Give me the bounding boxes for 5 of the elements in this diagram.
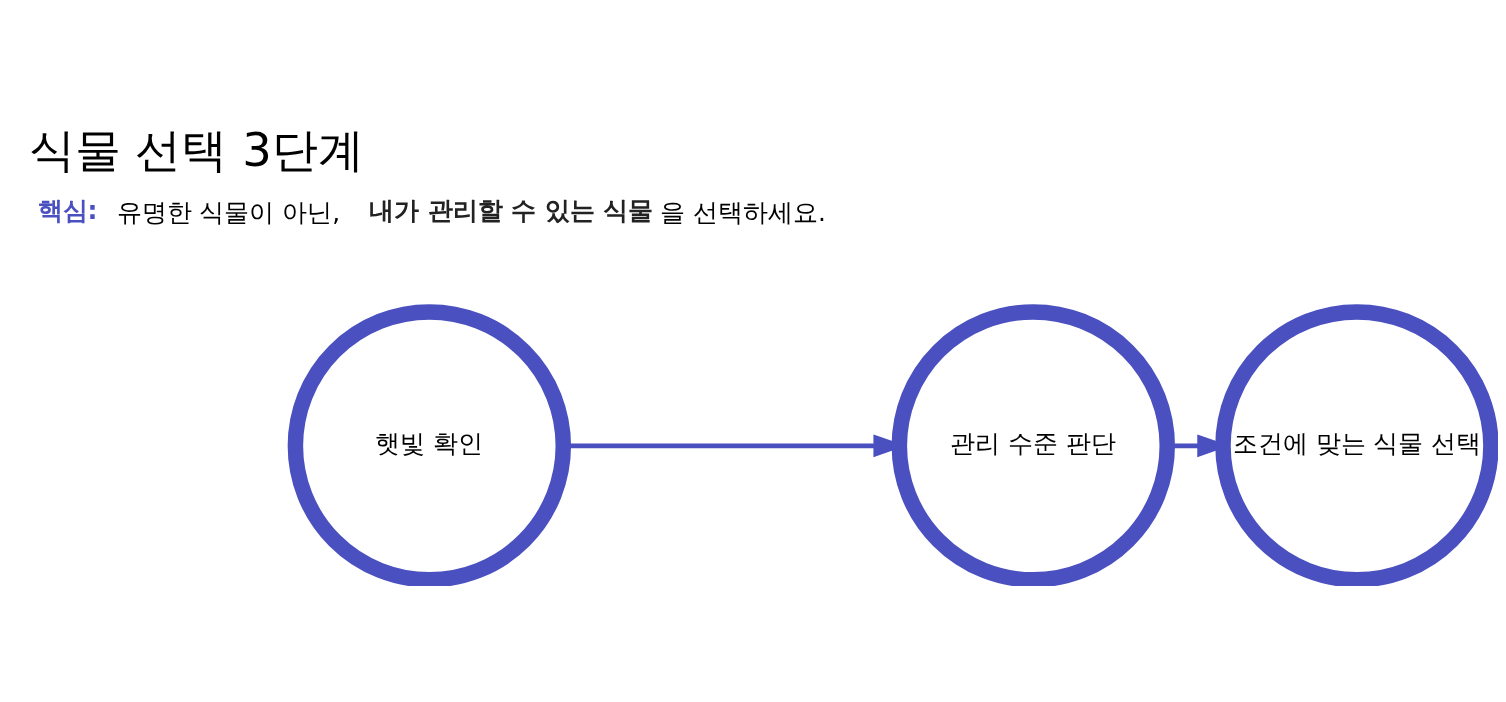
label: 핵심: 유명한 식물이 아닌, 내가 관리할 수 있는 식물을 선택하세요. — [37, 196, 826, 227]
node-circle: 조건에 맞는 식물 선택 — [1215, 304, 1498, 586]
node-circle: 햇빛 확인 — [287, 304, 572, 586]
node-circle: 관리 수준 판단 — [891, 304, 1175, 586]
diagram-title: 식물 선택 3단계 — [28, 122, 364, 177]
